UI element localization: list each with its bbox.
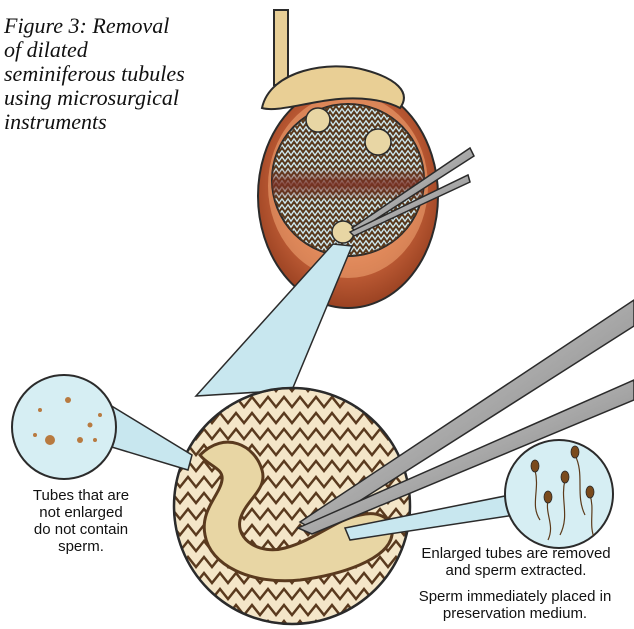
label-line: Sperm immediately placed in — [396, 588, 634, 605]
label-not-enlarged: Tubes that are not enlarged do not conta… — [6, 487, 156, 555]
label-line: not enlarged — [6, 504, 156, 521]
left-lens-cone — [105, 405, 192, 470]
dilated-tubule — [365, 129, 391, 155]
spermatic-cord — [274, 10, 288, 85]
dilated-tubule — [306, 108, 330, 132]
label-line: and sperm extracted. — [398, 562, 634, 579]
label-line: Enlarged tubes are removed — [398, 545, 634, 562]
tubule-no-sperm-view — [12, 375, 116, 479]
label-line: preservation medium. — [396, 605, 634, 622]
label-line: sperm. — [6, 538, 156, 555]
sperm-view — [505, 440, 613, 548]
magnifier-cone — [196, 244, 352, 396]
label-line: Tubes that are — [6, 487, 156, 504]
label-line: do not contain — [6, 521, 156, 538]
label-preserved: Sperm immediately placed in preservation… — [396, 588, 634, 622]
label-enlarged: Enlarged tubes are removed and sperm ext… — [398, 545, 634, 579]
